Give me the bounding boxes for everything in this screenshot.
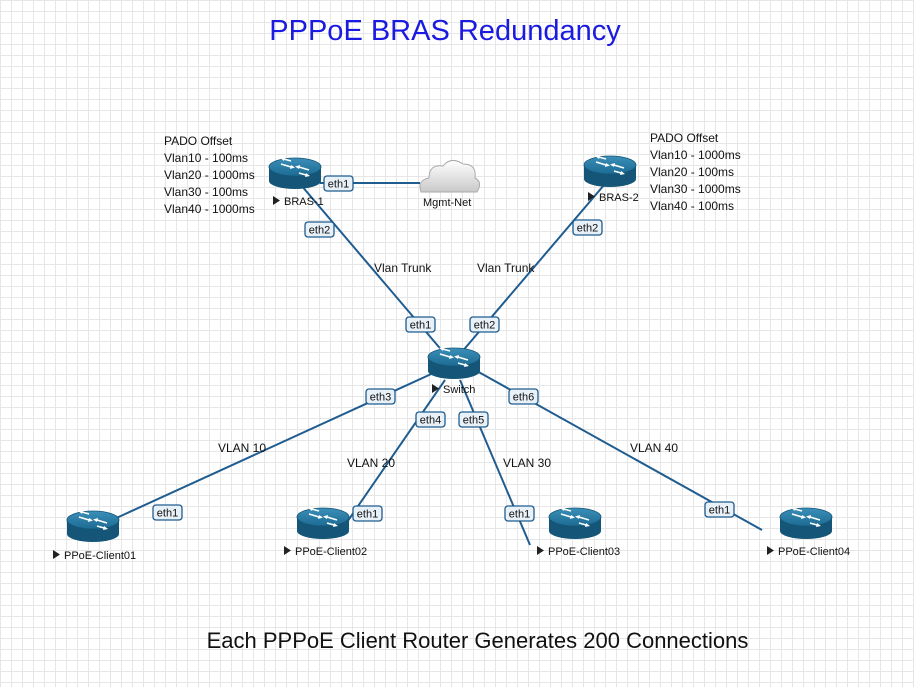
- svg-text:eth2: eth2: [309, 225, 330, 237]
- play-icon: [273, 196, 280, 205]
- mgmt-net-label: Mgmt-Net: [423, 197, 471, 209]
- note-line: Vlan20 - 100ms: [650, 165, 735, 179]
- link-switch-client02[interactable]: [344, 379, 446, 526]
- play-icon: [588, 192, 595, 201]
- port-badge[interactable]: eth3: [365, 388, 396, 405]
- vlan30-label: VLAN 30: [503, 456, 551, 470]
- port-badge[interactable]: eth1: [152, 504, 183, 521]
- svg-text:eth1: eth1: [410, 320, 431, 332]
- port-badge[interactable]: eth6: [508, 388, 539, 405]
- client04-router-icon[interactable]: [779, 506, 833, 540]
- client01-label: PPoE-Client01: [64, 550, 136, 562]
- trunk2-label: Vlan Trunk: [477, 261, 535, 275]
- note-line: Vlan10 - 1000ms: [650, 148, 741, 162]
- port-badge[interactable]: eth1: [352, 505, 383, 522]
- vlan10-label: VLAN 10: [218, 441, 266, 455]
- vlan40-label: VLAN 40: [630, 441, 678, 455]
- cloud-icon[interactable]: [419, 160, 481, 193]
- note-line: Vlan20 - 1000ms: [164, 168, 255, 182]
- client02-label: PPoE-Client02: [295, 546, 367, 558]
- client03-router-icon[interactable]: [548, 506, 602, 540]
- link-labels: Vlan Trunk Vlan Trunk VLAN 10 VLAN 20 VL…: [218, 261, 678, 470]
- note-line: Vlan30 - 100ms: [164, 185, 249, 199]
- play-icon: [537, 546, 544, 555]
- svg-text:eth1: eth1: [328, 179, 349, 191]
- port-badge[interactable]: eth4: [415, 411, 446, 428]
- port-badges: eth1 eth2 eth2 eth1 eth2 eth3 eth4 eth5: [152, 175, 735, 522]
- svg-text:eth1: eth1: [509, 509, 530, 521]
- play-icon: [284, 546, 291, 555]
- switch-icon[interactable]: [427, 346, 481, 380]
- port-badge[interactable]: eth1: [504, 505, 535, 522]
- play-icon: [767, 546, 774, 555]
- note-line: Vlan10 - 100ms: [164, 151, 249, 165]
- svg-text:eth6: eth6: [513, 392, 534, 404]
- port-badge[interactable]: eth1: [704, 501, 735, 518]
- port-badge[interactable]: eth5: [458, 411, 489, 428]
- client01-router-icon[interactable]: [66, 509, 120, 543]
- bras2-pado-note: PADO Offset Vlan10 - 1000ms Vlan20 - 100…: [650, 130, 741, 215]
- port-badge[interactable]: eth2: [469, 316, 500, 333]
- svg-text:eth1: eth1: [709, 505, 730, 517]
- svg-text:eth2: eth2: [577, 223, 598, 235]
- svg-text:eth1: eth1: [357, 509, 378, 521]
- node-labels: BRAS-1 BRAS-2 Switch Mgmt-Net PPoE-Clien…: [53, 192, 850, 562]
- switch-label: Switch: [443, 384, 475, 396]
- bras1-pado-note: PADO Offset Vlan10 - 100ms Vlan20 - 1000…: [164, 133, 255, 218]
- svg-text:eth2: eth2: [474, 320, 495, 332]
- port-badge[interactable]: eth1: [405, 316, 436, 333]
- bras1-router-icon[interactable]: [268, 156, 322, 190]
- svg-text:eth4: eth4: [420, 415, 441, 427]
- client02-router-icon[interactable]: [296, 506, 350, 540]
- note-line: PADO Offset: [164, 134, 233, 148]
- play-icon: [53, 550, 60, 559]
- client04-label: PPoE-Client04: [778, 546, 850, 558]
- vlan20-label: VLAN 20: [347, 456, 395, 470]
- footer-caption: Each PPPoE Client Router Generates 200 C…: [206, 628, 749, 653]
- note-line: Vlan40 - 1000ms: [164, 202, 255, 216]
- bras2-label: BRAS-2: [599, 192, 639, 204]
- diagram-title: PPPoE BRAS Redundancy: [269, 15, 621, 47]
- port-badge[interactable]: eth2: [572, 219, 603, 236]
- play-icon: [432, 384, 439, 393]
- svg-text:eth1: eth1: [157, 508, 178, 520]
- trunk1-label: Vlan Trunk: [374, 261, 432, 275]
- note-line: PADO Offset: [650, 131, 719, 145]
- bras1-label: BRAS-1: [284, 196, 324, 208]
- note-line: Vlan30 - 1000ms: [650, 182, 741, 196]
- port-badge[interactable]: eth2: [304, 221, 335, 238]
- port-badge[interactable]: eth1: [323, 175, 354, 192]
- svg-text:eth3: eth3: [370, 392, 391, 404]
- svg-text:eth5: eth5: [463, 415, 484, 427]
- client03-label: PPoE-Client03: [548, 546, 620, 558]
- bras2-router-icon[interactable]: [583, 154, 637, 188]
- note-line: Vlan40 - 100ms: [650, 199, 735, 213]
